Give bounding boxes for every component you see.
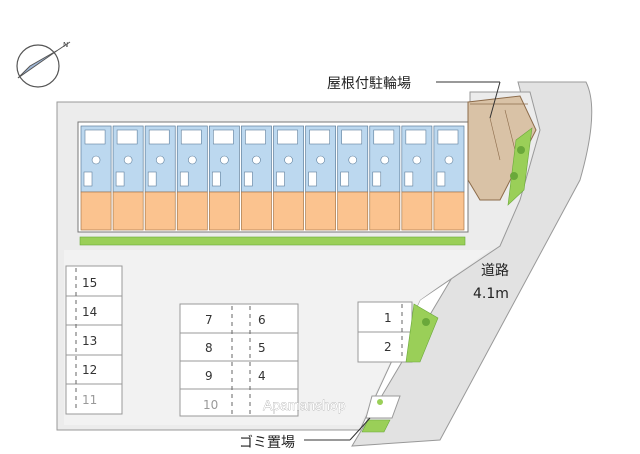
parking-space-15: 15 [82, 276, 97, 290]
apartment-unit [241, 125, 272, 231]
parking-space-11: 11 [82, 393, 97, 407]
parking-space-5: 5 [258, 341, 266, 355]
parking-space-7: 7 [205, 313, 213, 327]
garbage-area [361, 395, 401, 433]
svg-text:N: N [63, 41, 68, 49]
apartment-unit [80, 125, 112, 231]
parking-space-2: 2 [384, 340, 392, 354]
parking-center-block: 7 8 9 10 6 5 4 [179, 303, 299, 417]
apartment-unit [208, 125, 240, 231]
building [77, 121, 469, 246]
parking-space-13: 13 [82, 334, 97, 348]
parking-right-column: 1 2 [357, 301, 413, 363]
north-arrow-icon: N [16, 41, 71, 88]
parking-space-6: 6 [258, 313, 266, 327]
apartment-unit [144, 125, 176, 231]
parking-space-8: 8 [205, 341, 213, 355]
road-width-label: 4.1m [473, 286, 509, 302]
apartment-unit [401, 125, 433, 231]
apartment-unit [433, 125, 465, 231]
parking-space-9: 9 [205, 369, 213, 383]
apartment-unit [337, 125, 369, 231]
bicycle-parking-label: 屋根付駐輪場 [327, 75, 411, 92]
watermark: Apamanshop [263, 397, 346, 413]
parking-space-12: 12 [82, 363, 97, 377]
apartment-unit [273, 125, 304, 231]
apartment-unit [112, 125, 144, 231]
parking-space-4: 4 [258, 369, 266, 383]
parking-space-14: 14 [82, 305, 97, 319]
parking-left-column: 15 14 13 12 11 [65, 265, 123, 415]
road-label: 道路 [481, 263, 509, 279]
parking-space-1: 1 [384, 311, 392, 325]
parking-space-10: 10 [203, 398, 218, 412]
apartment-unit [176, 125, 208, 231]
garbage-area-label: ゴミ置場 [239, 434, 295, 451]
bicycle-parking [467, 95, 537, 206]
apartment-unit [305, 125, 337, 231]
apartment-unit [369, 125, 401, 231]
